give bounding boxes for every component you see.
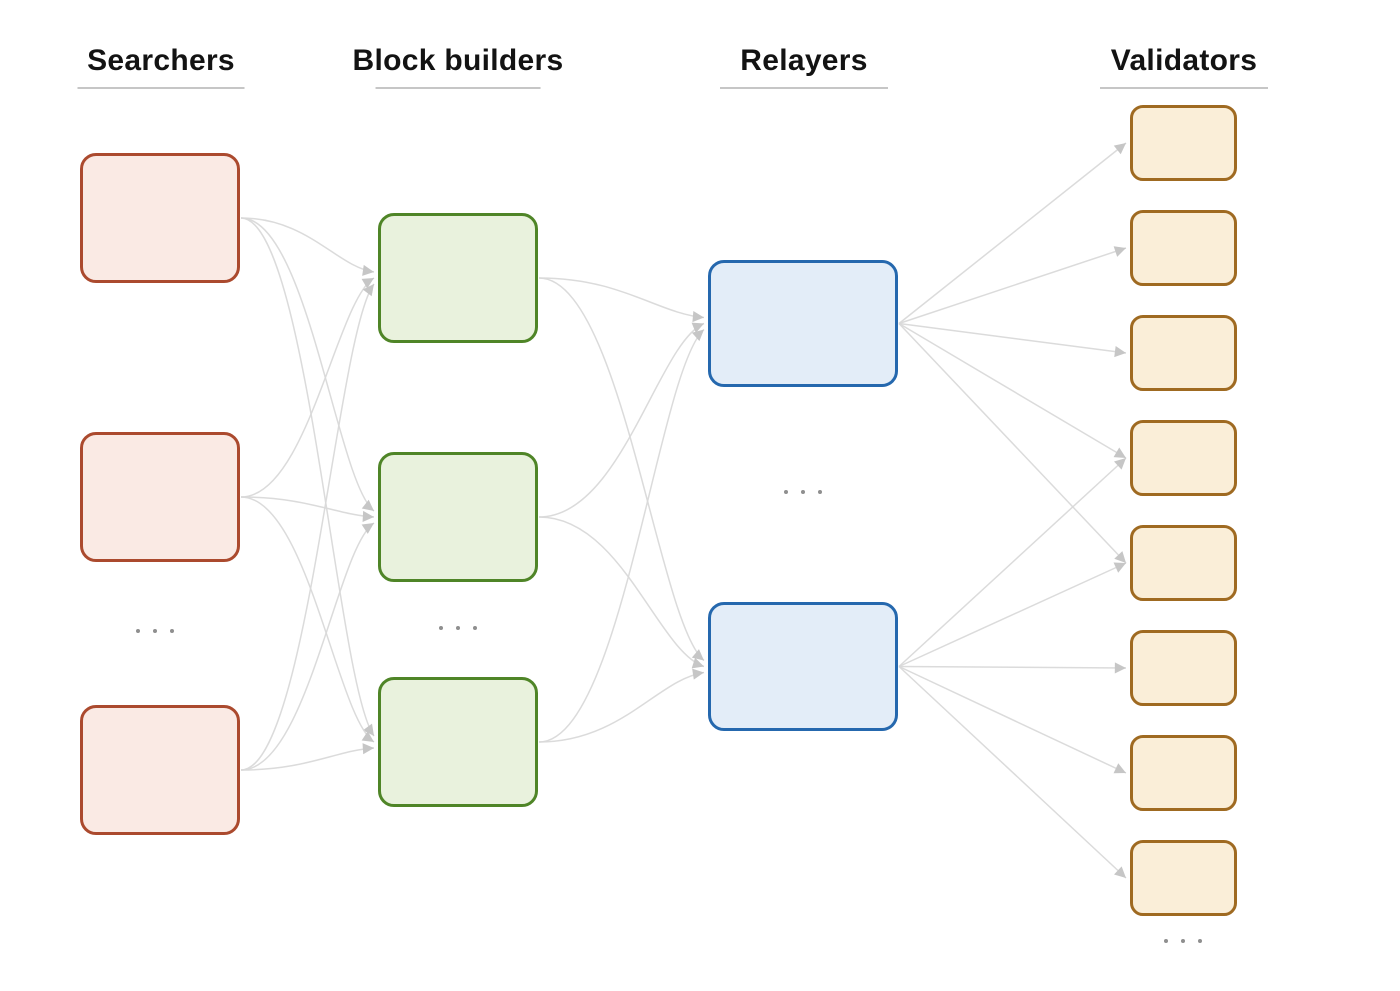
ellipsis-searchers — [136, 629, 174, 633]
validator-node-v6 — [1130, 630, 1237, 706]
ellipsis-relayers — [784, 490, 822, 494]
ellipsis-dot — [1164, 939, 1168, 943]
edge-s2-b1 — [240, 277, 375, 498]
ellipsis-builders — [439, 626, 477, 630]
edge-b3-r1 — [538, 328, 705, 743]
column-title-validators: Validators — [1110, 44, 1258, 77]
edge-s1-b1 — [240, 217, 375, 276]
column-header-searchers: Searchers — [77, 44, 245, 89]
edge-b3-r2 — [538, 668, 705, 743]
edge-s1-b3 — [240, 217, 375, 737]
builder-node-b1 — [378, 213, 538, 343]
ellipsis-dot — [136, 629, 140, 633]
column-underline-relayers — [720, 86, 888, 89]
searcher-node-s1 — [80, 153, 240, 283]
ellipsis-validators — [1164, 939, 1202, 943]
column-header-validators: Validators — [1100, 44, 1268, 89]
ellipsis-dot — [473, 626, 477, 630]
searcher-node-s2 — [80, 432, 240, 562]
edge-r1-v2 — [898, 246, 1127, 325]
edge-b2-r1 — [538, 322, 705, 518]
column-title-relayers: Relayers — [740, 44, 868, 77]
validator-node-v7 — [1130, 735, 1237, 811]
column-underline-searchers — [77, 86, 245, 89]
validator-node-v5 — [1130, 525, 1237, 601]
edge-s3-b1 — [240, 283, 375, 771]
validator-node-v8 — [1130, 840, 1237, 916]
edge-r2-v6 — [898, 662, 1127, 674]
column-title-searchers: Searchers — [87, 44, 235, 77]
builder-node-b3 — [378, 677, 538, 807]
edge-r1-v5 — [898, 322, 1127, 564]
edge-r2-v5 — [898, 562, 1127, 668]
column-header-relayers: Relayers — [720, 44, 888, 89]
validator-node-v1 — [1130, 105, 1237, 181]
edge-r2-v8 — [898, 665, 1127, 879]
edge-b1-r1 — [538, 277, 705, 323]
ellipsis-dot — [170, 629, 174, 633]
edge-s2-b3 — [240, 496, 375, 743]
relayer-node-r1 — [708, 260, 898, 387]
edge-s2-b2 — [240, 496, 375, 522]
ellipsis-dot — [153, 629, 157, 633]
validator-node-v3 — [1130, 315, 1237, 391]
builder-node-b2 — [378, 452, 538, 582]
ellipsis-dot — [1198, 939, 1202, 943]
validator-node-v4 — [1130, 420, 1237, 496]
edge-s3-b3 — [240, 743, 375, 771]
edge-s1-b2 — [240, 217, 375, 512]
ellipsis-dot — [784, 490, 788, 494]
column-underline-validators — [1100, 86, 1268, 89]
column-header-builders: Block builders — [353, 44, 564, 89]
edge-b2-r2 — [538, 516, 705, 669]
searcher-node-s3 — [80, 705, 240, 835]
ellipsis-dot — [439, 626, 443, 630]
column-underline-builders — [375, 86, 541, 89]
relayer-node-r2 — [708, 602, 898, 731]
edge-r1-v3 — [898, 322, 1127, 358]
ellipsis-dot — [818, 490, 822, 494]
edge-r1-v4 — [898, 322, 1127, 459]
edge-r2-v7 — [898, 665, 1127, 774]
edge-r2-v4 — [898, 457, 1127, 668]
edge-b1-r2 — [538, 277, 705, 662]
ellipsis-dot — [801, 490, 805, 494]
edge-r1-v1 — [898, 142, 1127, 325]
edge-s3-b2 — [240, 522, 375, 771]
ellipsis-dot — [456, 626, 460, 630]
column-title-builders: Block builders — [352, 44, 564, 77]
ellipsis-dot — [1181, 939, 1185, 943]
validator-node-v2 — [1130, 210, 1237, 286]
